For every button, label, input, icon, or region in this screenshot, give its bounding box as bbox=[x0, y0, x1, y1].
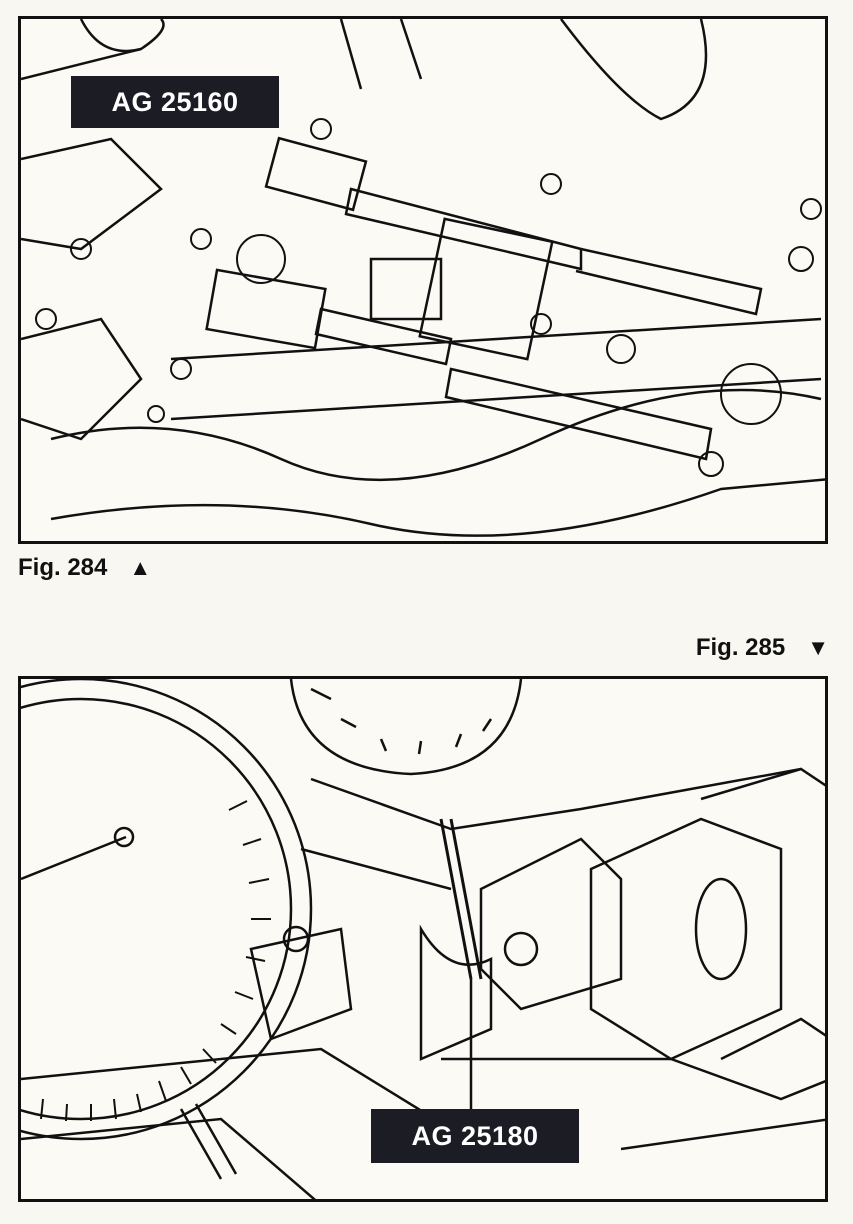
triangle-up-icon: ▲ bbox=[129, 555, 152, 580]
triangle-down-icon: ▼ bbox=[807, 635, 829, 660]
tool-label-ag-25180: AG 25180 bbox=[371, 1109, 579, 1163]
figure-caption-text: Fig. 284 bbox=[18, 554, 108, 581]
figure-284-illustration: AG 25160 bbox=[18, 16, 828, 544]
dial-gauge-tool-drawing bbox=[21, 679, 825, 1199]
figure-caption-text: Fig. 285 bbox=[695, 634, 786, 661]
figure-284-caption: Fig. 284 ▲ bbox=[18, 554, 151, 582]
figure-285-caption: Fig. 285 ▼ bbox=[696, 634, 829, 662]
tool-label-ag-25160: AG 25160 bbox=[71, 76, 279, 128]
engine-camshaft-tool-drawing bbox=[21, 19, 825, 537]
figure-285-illustration: AG 25180 bbox=[18, 676, 828, 1202]
